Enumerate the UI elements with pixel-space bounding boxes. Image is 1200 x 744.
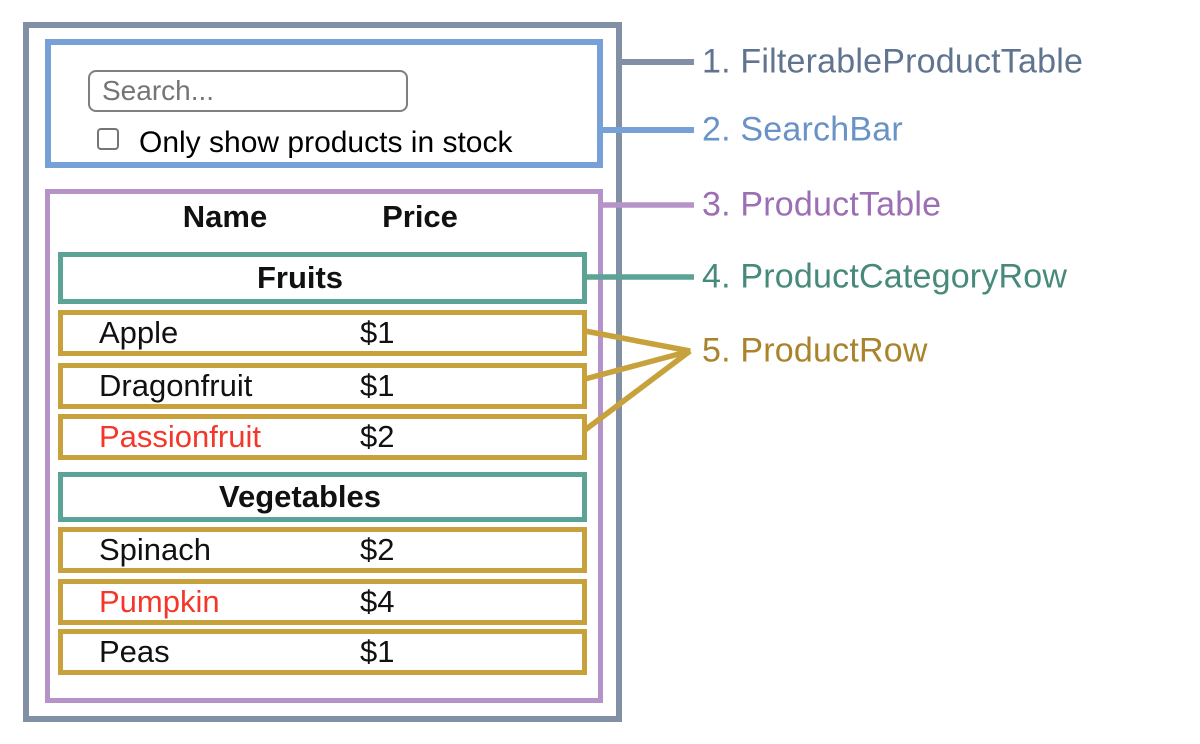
product-row: Dragonfruit $1 xyxy=(58,363,587,409)
product-category-row: Fruits xyxy=(58,252,587,304)
annotation-product-row: 5. ProductRow xyxy=(702,331,928,370)
product-price: $1 xyxy=(360,634,395,669)
product-category-row: Vegetables xyxy=(58,472,587,522)
product-name: Spinach xyxy=(99,532,212,567)
product-name: Passionfruit xyxy=(99,419,261,454)
annotation-product-category-row: 4. ProductCategoryRow xyxy=(702,257,1068,296)
search-input[interactable] xyxy=(88,70,408,112)
product-price: $1 xyxy=(360,368,395,403)
product-price: $2 xyxy=(360,532,395,567)
product-row: Pumpkin $4 xyxy=(58,579,587,625)
product-row: Passionfruit $2 xyxy=(58,414,587,460)
annotation-search-bar: 2. SearchBar xyxy=(702,110,903,149)
product-price: $4 xyxy=(360,584,395,619)
category-label: Vegetables xyxy=(219,479,381,514)
product-name: Pumpkin xyxy=(99,584,220,619)
product-row: Spinach $2 xyxy=(58,527,587,573)
column-header-price: Price xyxy=(382,199,458,234)
column-header-name: Name xyxy=(182,199,268,234)
annotation-product-table: 3. ProductTable xyxy=(702,185,942,224)
product-name: Apple xyxy=(99,315,179,350)
product-name: Peas xyxy=(99,634,170,669)
in-stock-checkbox-label: Only show products in stock xyxy=(139,126,513,159)
product-price: $2 xyxy=(360,419,395,454)
product-row: Peas $1 xyxy=(58,629,587,675)
product-price: $1 xyxy=(360,315,395,350)
annotation-filterable-product-table: 1. FilterableProductTable xyxy=(702,42,1084,81)
in-stock-checkbox[interactable] xyxy=(97,128,119,150)
category-label: Fruits xyxy=(256,260,344,295)
product-row: Apple $1 xyxy=(58,310,587,356)
product-name: Dragonfruit xyxy=(99,368,253,403)
